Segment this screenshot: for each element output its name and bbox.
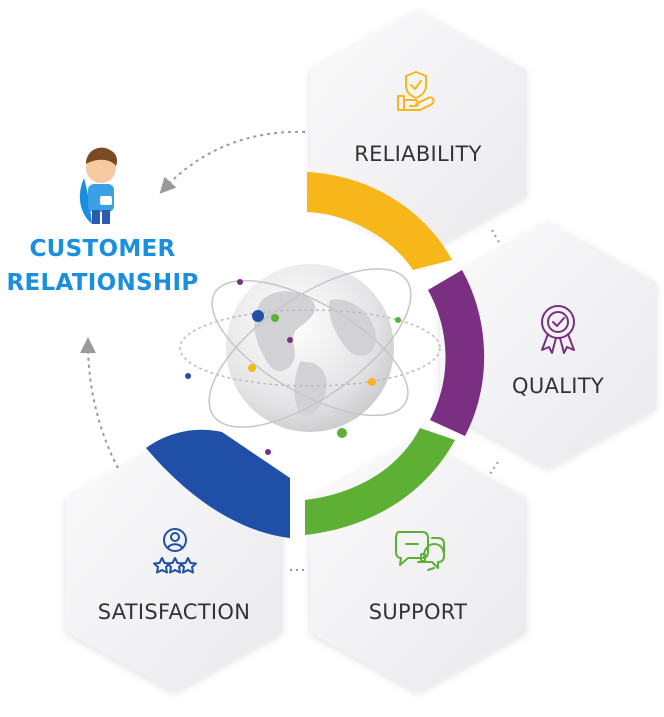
label-support: SUPPORT [368, 600, 468, 624]
title-line-2: RELATIONSHIP [6, 270, 199, 296]
user-stars-icon [153, 528, 197, 574]
label-quality: QUALITY [512, 374, 604, 398]
arc-satisfaction [146, 429, 290, 538]
headset-chat-icon [395, 531, 445, 571]
customer-mascot [79, 147, 118, 224]
connector-lines [290, 229, 501, 571]
hexagon-quality [440, 222, 656, 468]
arrow-satisfaction-to-customer [80, 337, 119, 469]
globe-graphic [179, 264, 441, 455]
label-reliability: RELIABILITY [354, 142, 482, 166]
arc-support [305, 428, 455, 535]
award-badge-icon [541, 305, 575, 354]
title-line-1: CUSTOMER [29, 236, 176, 262]
hand-shield-icon [397, 71, 435, 111]
arrow-reliability-to-customer [159, 130, 306, 194]
arc-reliability [307, 172, 452, 270]
label-satisfaction: SATISFACTION [97, 600, 251, 624]
arc-quality [428, 270, 485, 436]
